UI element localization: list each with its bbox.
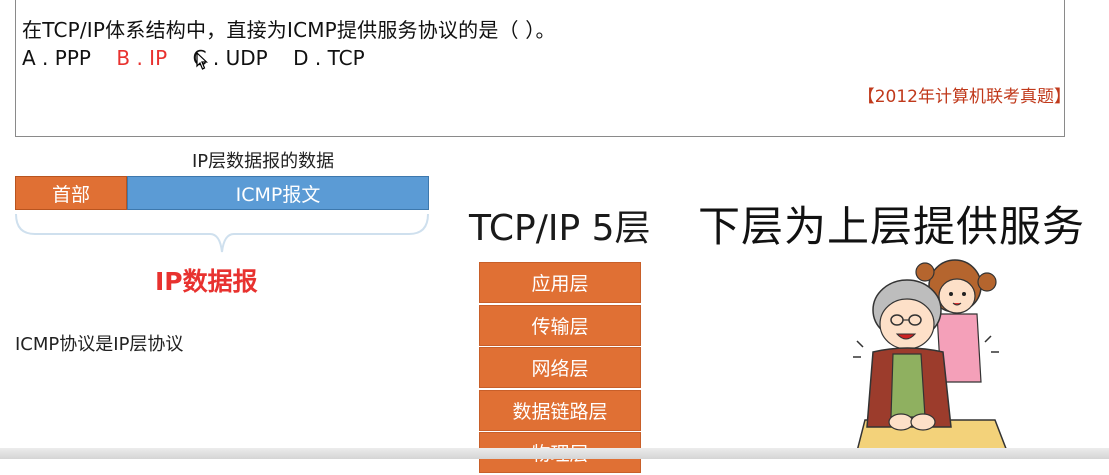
- layer-stack: 应用层 传输层 网络层 数据链路层 物理层: [479, 262, 641, 475]
- option-b[interactable]: B . IP: [116, 46, 168, 70]
- ip-header-block: 首部: [15, 176, 127, 210]
- options-row: A . PPP B . IP C . UDP D . TCP: [22, 46, 365, 70]
- grandma-and-girl-illustration: [853, 259, 1011, 459]
- layer-transport: 传输层: [479, 304, 641, 346]
- option-d[interactable]: D . TCP: [293, 46, 365, 70]
- icmp-message-block: ICMP报文: [127, 176, 429, 210]
- mouse-cursor-icon: [196, 52, 208, 70]
- layer-application: 应用层: [479, 262, 641, 303]
- layer-datalink: 数据链路层: [479, 389, 641, 431]
- ip-datagram-label: IP数据报: [155, 267, 258, 296]
- diagram-title: IP层数据报的数据: [192, 151, 335, 172]
- stack-title: TCP/IP 5层: [469, 208, 651, 249]
- ip-header-label: 首部: [51, 183, 90, 206]
- question-text: 在TCP/IP体系结构中，直接为ICMP提供服务协议的是（ ）。: [22, 18, 556, 42]
- question-source: 【2012年计算机联考真题】: [857, 87, 1071, 107]
- icmp-note: ICMP协议是IP层协议: [15, 334, 184, 355]
- bottom-bar: [0, 448, 1109, 459]
- layer-network: 网络层: [479, 347, 641, 388]
- option-a[interactable]: A . PPP: [22, 46, 91, 70]
- icmp-message-label: ICMP报文: [235, 183, 321, 206]
- question-box: [15, 0, 1065, 137]
- slogan-text: 下层为上层提供服务: [698, 202, 1086, 251]
- brace-icon: [15, 213, 429, 253]
